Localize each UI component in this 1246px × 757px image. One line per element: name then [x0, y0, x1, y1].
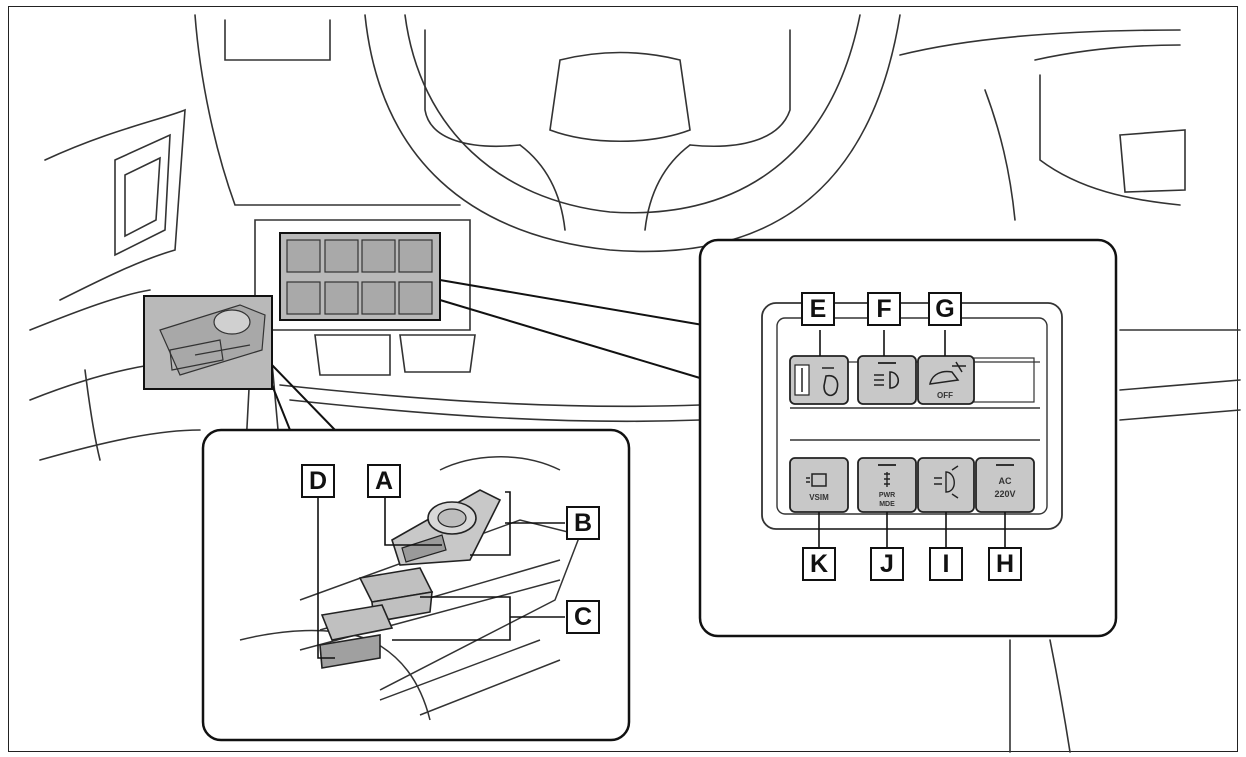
button-E [789, 355, 849, 405]
button-J: PWR MDE [857, 457, 917, 513]
callout-b: B [566, 506, 600, 540]
left-vent [114, 133, 171, 257]
button-I [917, 457, 975, 513]
callout-h: H [988, 547, 1022, 581]
door-switch-highlight [143, 295, 273, 390]
callout-j: J [870, 547, 904, 581]
right-vent-housing [1034, 44, 1181, 206]
zoom-panel-right: OFF VSIM PWR MDE AC [698, 238, 1118, 638]
lower-dash-buttons [314, 334, 476, 376]
center-console-surround [254, 219, 471, 331]
callout-i: I [929, 547, 963, 581]
callout-connectors [271, 279, 704, 431]
dash-right-top [899, 29, 1181, 56]
callout-g: G [928, 292, 962, 326]
button-g-text: OFF [937, 391, 953, 400]
button-G: OFF [917, 355, 975, 405]
button-j-line2: MDE [879, 501, 895, 508]
mirror-switch [391, 489, 502, 566]
button-k-text: VSIM [809, 493, 829, 502]
button-j-line1: PWR [879, 492, 895, 499]
button-h-line1: AC [999, 476, 1012, 486]
callout-d: D [301, 464, 335, 498]
steering-wheel-inner [404, 14, 861, 214]
callout-e: E [801, 292, 835, 326]
callout-c: C [566, 600, 600, 634]
dash-right-curve [984, 89, 1016, 221]
zoom-panel-left [201, 428, 631, 742]
right-vent-grille [1119, 129, 1186, 193]
lower-dash-lines [279, 384, 701, 423]
right-door-lines [1119, 329, 1241, 421]
right-leaders [818, 330, 1006, 548]
window-switches [319, 567, 434, 669]
steering-spokes [519, 144, 691, 231]
callout-a: A [367, 464, 401, 498]
left-door-panel [44, 108, 186, 301]
fog-light-icon [874, 371, 900, 389]
switch-panel-buttons [286, 239, 433, 315]
vent-top-left [224, 19, 331, 61]
vehicle-sound-icon [806, 473, 827, 487]
steering-wheel-outer [364, 14, 901, 253]
button-F [857, 355, 917, 405]
door-trim-lines [29, 289, 151, 401]
button-h-line2: 220V [994, 489, 1015, 499]
button-H: AC 220V [975, 457, 1035, 513]
steering-hub-edges [424, 29, 791, 148]
door-armrest [39, 369, 201, 461]
button-K: VSIM [789, 457, 849, 513]
dash-left-contour [194, 14, 461, 206]
steering-airbag [549, 51, 691, 142]
power-mode-icon [884, 472, 890, 487]
left-leaders [317, 491, 565, 659]
headlight-leveling-icon [822, 367, 839, 397]
rear-light-icon [934, 465, 959, 499]
switch-panel-highlight [279, 232, 441, 321]
vehicle-alarm-off-icon [929, 361, 966, 385]
right-seat-lines [1009, 639, 1071, 753]
callout-k: K [802, 547, 836, 581]
callout-f: F [867, 292, 901, 326]
figure-frame [8, 6, 1238, 752]
